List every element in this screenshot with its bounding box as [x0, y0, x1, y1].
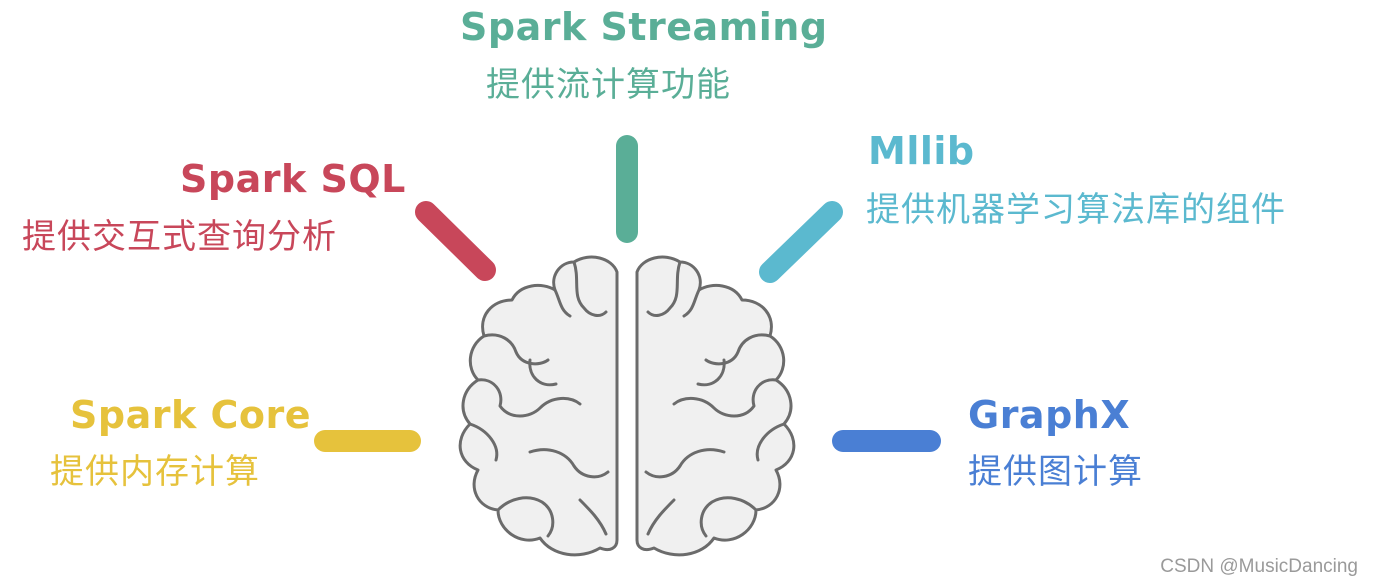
brain-fold — [672, 378, 778, 418]
brain-fold — [699, 496, 758, 538]
brain-fold — [553, 288, 572, 318]
brain-fold — [496, 496, 555, 538]
brain-fold — [468, 422, 499, 462]
component-title-core: Spark Core — [70, 393, 311, 437]
component-desc-streaming: 提供流计算功能 — [486, 65, 731, 105]
component-desc-core: 提供内存计算 — [50, 452, 260, 492]
brain-fold — [476, 378, 582, 418]
brain-fold — [696, 358, 726, 387]
component-title-graphx: GraphX — [968, 393, 1131, 437]
brain-fold — [528, 358, 558, 387]
brain-fold — [646, 498, 676, 536]
connector-mllib — [759, 201, 843, 283]
brain-fold — [482, 333, 550, 366]
connector-sql — [415, 201, 496, 281]
brain-fold — [578, 498, 608, 536]
watermark: CSDN @MusicDancing — [1160, 556, 1358, 577]
brain-left-hemisphere — [458, 255, 619, 557]
component-title-sql: Spark SQL — [180, 157, 406, 201]
brain-fold — [646, 260, 682, 317]
brain-fold — [528, 448, 610, 479]
component-title-mllib: Mllib — [868, 129, 975, 173]
brain-fold — [755, 422, 786, 462]
brain-fold — [704, 333, 772, 366]
brain-fold — [572, 260, 608, 317]
component-title-streaming: Spark Streaming — [460, 5, 828, 49]
brain-icon — [458, 255, 796, 557]
component-desc-sql: 提供交互式查询分析 — [22, 217, 337, 257]
component-desc-mllib: 提供机器学习算法库的组件 — [866, 190, 1286, 230]
brain-fold — [682, 288, 701, 318]
brain-right-hemisphere — [635, 255, 796, 557]
brain-fold — [644, 448, 726, 479]
component-desc-graphx: 提供图计算 — [968, 452, 1143, 492]
